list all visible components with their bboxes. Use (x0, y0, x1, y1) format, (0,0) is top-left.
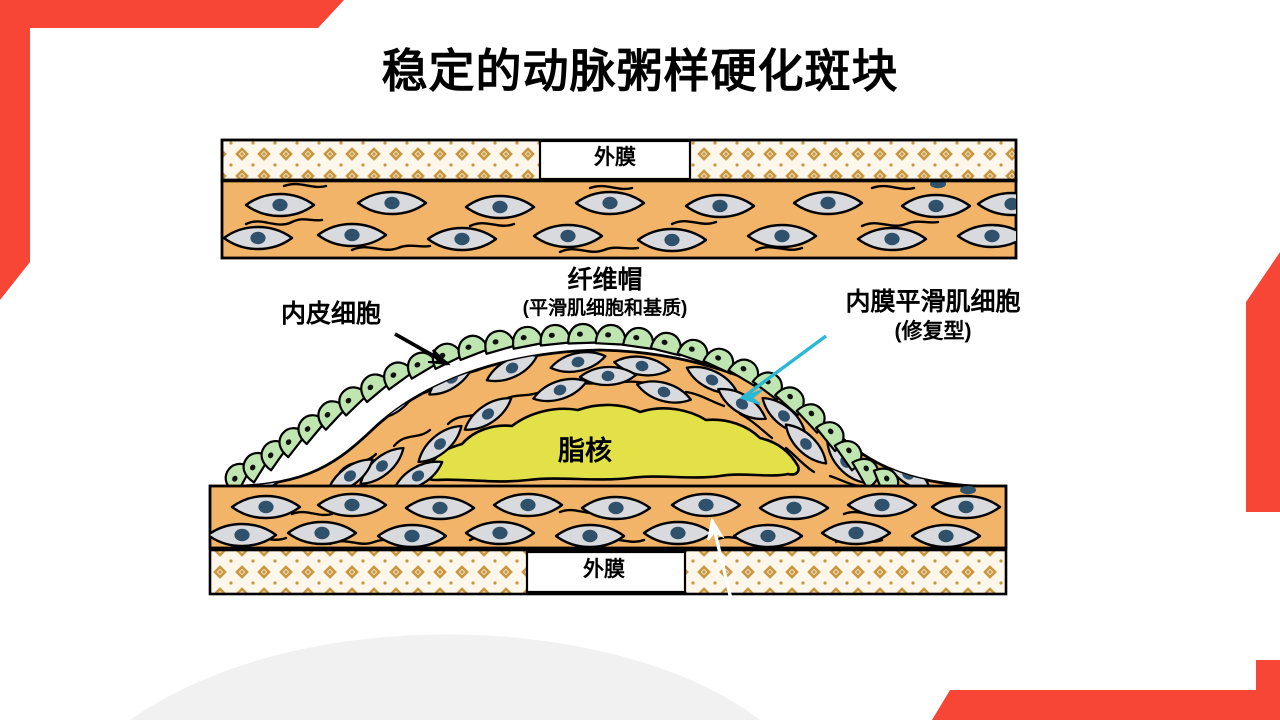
plaque-region (210, 322, 1007, 500)
leader-lines (394, 332, 828, 621)
bottom-vessel-wall (208, 484, 1008, 596)
media-leader-line (710, 519, 738, 621)
top-media-cells (222, 180, 1016, 254)
endothelial-arrow-head (427, 349, 451, 366)
adventitia-top-label-box (538, 139, 692, 181)
media-arrow-head (707, 517, 725, 541)
top-vessel-wall (220, 138, 1018, 260)
intimal-smc-leader-line (740, 334, 828, 400)
bottom-left-gray-arc (130, 634, 760, 720)
lipid-core-shape (424, 403, 800, 483)
right-red-wedge (1246, 252, 1280, 512)
bottom-media-cells (210, 486, 1002, 548)
adventitia-bottom-label-box (525, 550, 687, 594)
bottom-right-red-bracket (932, 660, 1280, 720)
intimal-smc-arrow-head (739, 389, 763, 405)
